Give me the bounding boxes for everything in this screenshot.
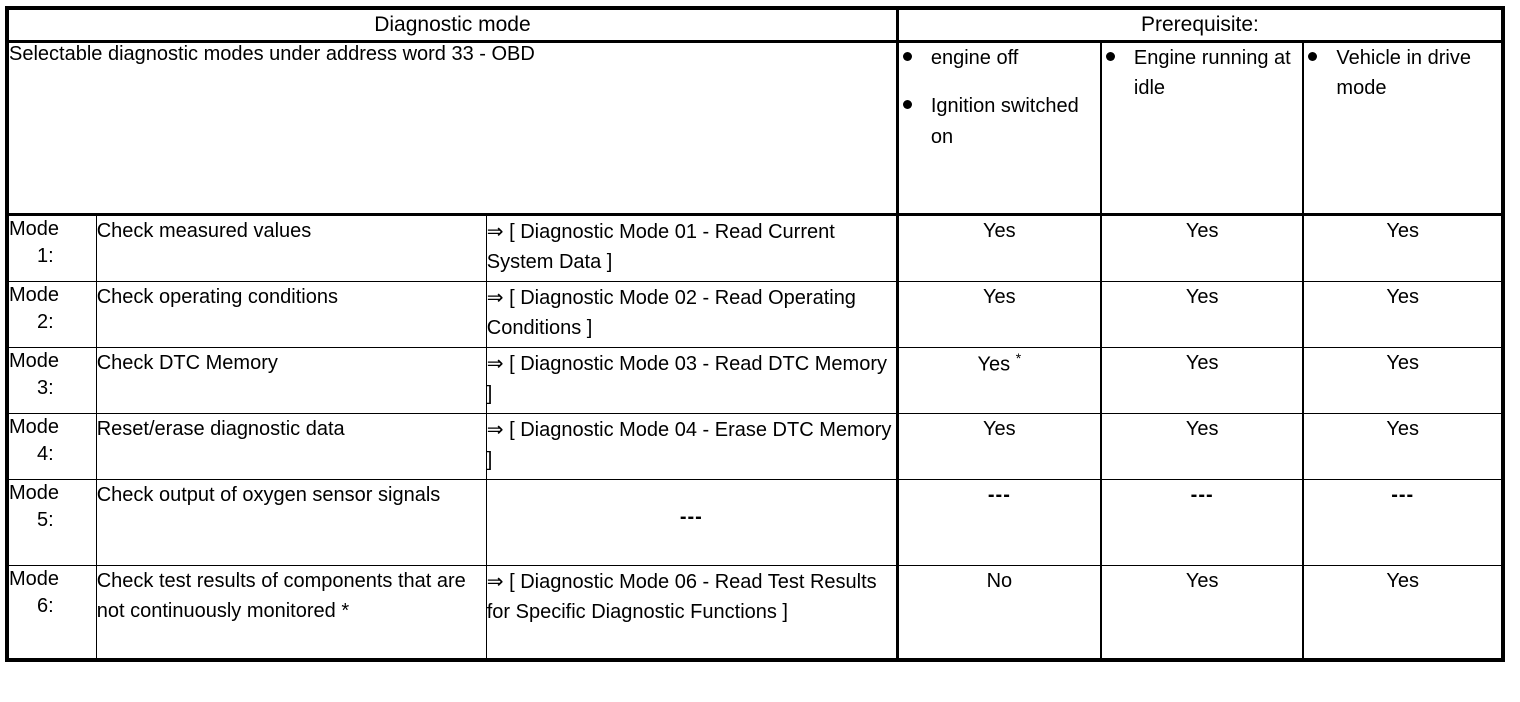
table-row: Mode 2: Check operating conditions ⇒ [ D… [6, 281, 1504, 348]
prereq-value-engine-off: No [896, 565, 1102, 661]
prereq-value-engine-off: Yes [896, 413, 1102, 480]
mode-description: Reset/erase diagnostic data [95, 413, 487, 480]
prerequisite-cell-engine-off: engine off Ignition switched on [896, 41, 1102, 216]
prerequisite-list-engine-off: engine off Ignition switched on [899, 43, 1100, 152]
mode-number: 1: [37, 244, 54, 267]
header-diagnostic-mode: Diagnostic mode [6, 7, 899, 43]
double-arrow-right-icon: ⇒ [486, 351, 504, 375]
mode-number: 6: [37, 594, 54, 617]
mode-label: Mode [9, 218, 60, 240]
list-item: engine off [899, 43, 1100, 73]
double-arrow-right-icon: ⇒ [486, 285, 504, 309]
mode-reference-text: [ Diagnostic Mode 01 - Read Current Syst… [486, 221, 835, 273]
mode-label-cell: Mode 3: [6, 347, 97, 414]
mode-number: 2: [37, 310, 54, 333]
prereq-value-drive-mode: Yes [1302, 214, 1504, 282]
mode-label: Mode [9, 482, 60, 504]
prereq-value-engine-idle: Yes [1100, 347, 1305, 414]
mode-reference-text: [ Diagnostic Mode 03 - Read DTC Memory ] [486, 353, 887, 405]
mode-label-cell: Mode 4: [6, 413, 97, 480]
mode-description: Check operating conditions [95, 281, 487, 348]
prereq-value-engine-idle: --- [1100, 479, 1305, 566]
mode-reference-cell: ⇒ [ Diagnostic Mode 04 - Erase DTC Memor… [485, 413, 899, 480]
table-row: Mode 3: Check DTC Memory ⇒ [ Diagnostic … [6, 347, 1504, 414]
bullet-icon [902, 100, 912, 110]
mode-label-cell: Mode 2: [6, 281, 97, 348]
mode-label-cell: Mode 5: [6, 479, 97, 566]
table-row: Mode 1: Check measured values ⇒ [ Diagno… [6, 214, 1504, 282]
mode-reference-cell: ⇒ [ Diagnostic Mode 01 - Read Current Sy… [485, 214, 899, 282]
prereq-value-drive-mode: Yes [1302, 281, 1504, 348]
prerequisite-bullet-text: Engine running at idle [1133, 47, 1291, 100]
mode-reference-cell: ⇒ [ Diagnostic Mode 06 - Read Test Resul… [485, 565, 899, 661]
prerequisite-bullet-text: Ignition switched on [930, 95, 1079, 148]
prereq-value-engine-off: Yes [896, 214, 1102, 282]
table-row: Mode 4: Reset/erase diagnostic data ⇒ [ … [6, 413, 1504, 480]
double-arrow-right-icon: ⇒ [486, 417, 504, 441]
mode-number: 5: [37, 508, 54, 531]
mode-label: Mode [9, 416, 60, 438]
prereq-value-text: Yes [977, 353, 1011, 376]
prereq-value-engine-off: Yes * [896, 347, 1102, 414]
prereq-value-engine-idle: Yes [1100, 565, 1305, 661]
mode-label: Mode [9, 284, 60, 306]
footnote-asterisk: * [1015, 350, 1022, 366]
mode-label: Mode [9, 350, 60, 372]
prerequisite-list-drive-mode: Vehicle in drive mode [1304, 43, 1501, 104]
mode-description: Check output of oxygen sensor signals [95, 479, 487, 566]
table-row: Mode 6: Check test results of components… [6, 565, 1504, 661]
mode-label-cell: Mode 1: [6, 214, 97, 282]
mode-number: 3: [37, 376, 54, 399]
mode-reference-cell: ⇒ [ Diagnostic Mode 02 - Read Operating … [485, 281, 899, 348]
mode-description: Check DTC Memory [95, 347, 487, 414]
bullet-icon [902, 52, 912, 61]
double-arrow-right-icon: ⇒ [486, 569, 504, 593]
prereq-value-drive-mode: --- [1302, 479, 1504, 566]
mode-reference-text: [ Diagnostic Mode 02 - Read Operating Co… [486, 287, 856, 339]
header-prerequisite: Prerequisite: [896, 7, 1504, 43]
list-item: Vehicle in drive mode [1304, 43, 1501, 104]
mode-reference-text: [ Diagnostic Mode 04 - Erase DTC Memory … [486, 419, 892, 471]
mode-reference-cell: ⇒ [ Diagnostic Mode 03 - Read DTC Memory… [485, 347, 899, 414]
prereq-value-drive-mode: Yes [1302, 347, 1504, 414]
double-arrow-right-icon: ⇒ [486, 219, 504, 243]
mode-reference-text: [ Diagnostic Mode 06 - Read Test Results… [486, 571, 877, 623]
bullet-icon [1308, 52, 1318, 61]
table-header-row: Diagnostic mode Prerequisite: [6, 7, 1504, 43]
mode-description: Check measured values [95, 214, 487, 282]
mode-label-cell: Mode 6: [6, 565, 97, 661]
list-item: Engine running at idle [1102, 43, 1303, 104]
prereq-value-engine-off: --- [896, 479, 1102, 566]
mode-description: Check test results of components that ar… [95, 565, 487, 661]
prereq-value-drive-mode: Yes [1302, 413, 1504, 480]
mode-number: 4: [37, 442, 54, 465]
prerequisite-cell-engine-idle: Engine running at idle [1100, 41, 1305, 216]
prerequisite-bullet-text: Vehicle in drive mode [1336, 47, 1471, 100]
prereq-value-engine-idle: Yes [1100, 281, 1305, 348]
diagnostic-modes-table: Diagnostic mode Prerequisite: Selectable… [5, 6, 1505, 662]
prerequisite-bullet-text: engine off [930, 47, 1019, 69]
list-item: Ignition switched on [899, 91, 1100, 152]
bullet-icon [1105, 52, 1115, 61]
mode-label: Mode [9, 568, 60, 590]
prereq-value-drive-mode: Yes [1302, 565, 1504, 661]
prereq-value-engine-idle: Yes [1100, 214, 1305, 282]
prerequisite-cell-drive-mode: Vehicle in drive mode [1302, 41, 1504, 216]
table-row: Mode 5: Check output of oxygen sensor si… [6, 479, 1504, 566]
prereq-value-engine-off: Yes [896, 281, 1102, 348]
prereq-value-engine-idle: Yes [1100, 413, 1305, 480]
table-subheader-row: Selectable diagnostic modes under addres… [6, 41, 1504, 216]
intro-text: Selectable diagnostic modes under addres… [6, 41, 899, 216]
prerequisite-list-engine-idle: Engine running at idle [1102, 43, 1303, 104]
mode-reference-cell: --- [485, 479, 899, 566]
